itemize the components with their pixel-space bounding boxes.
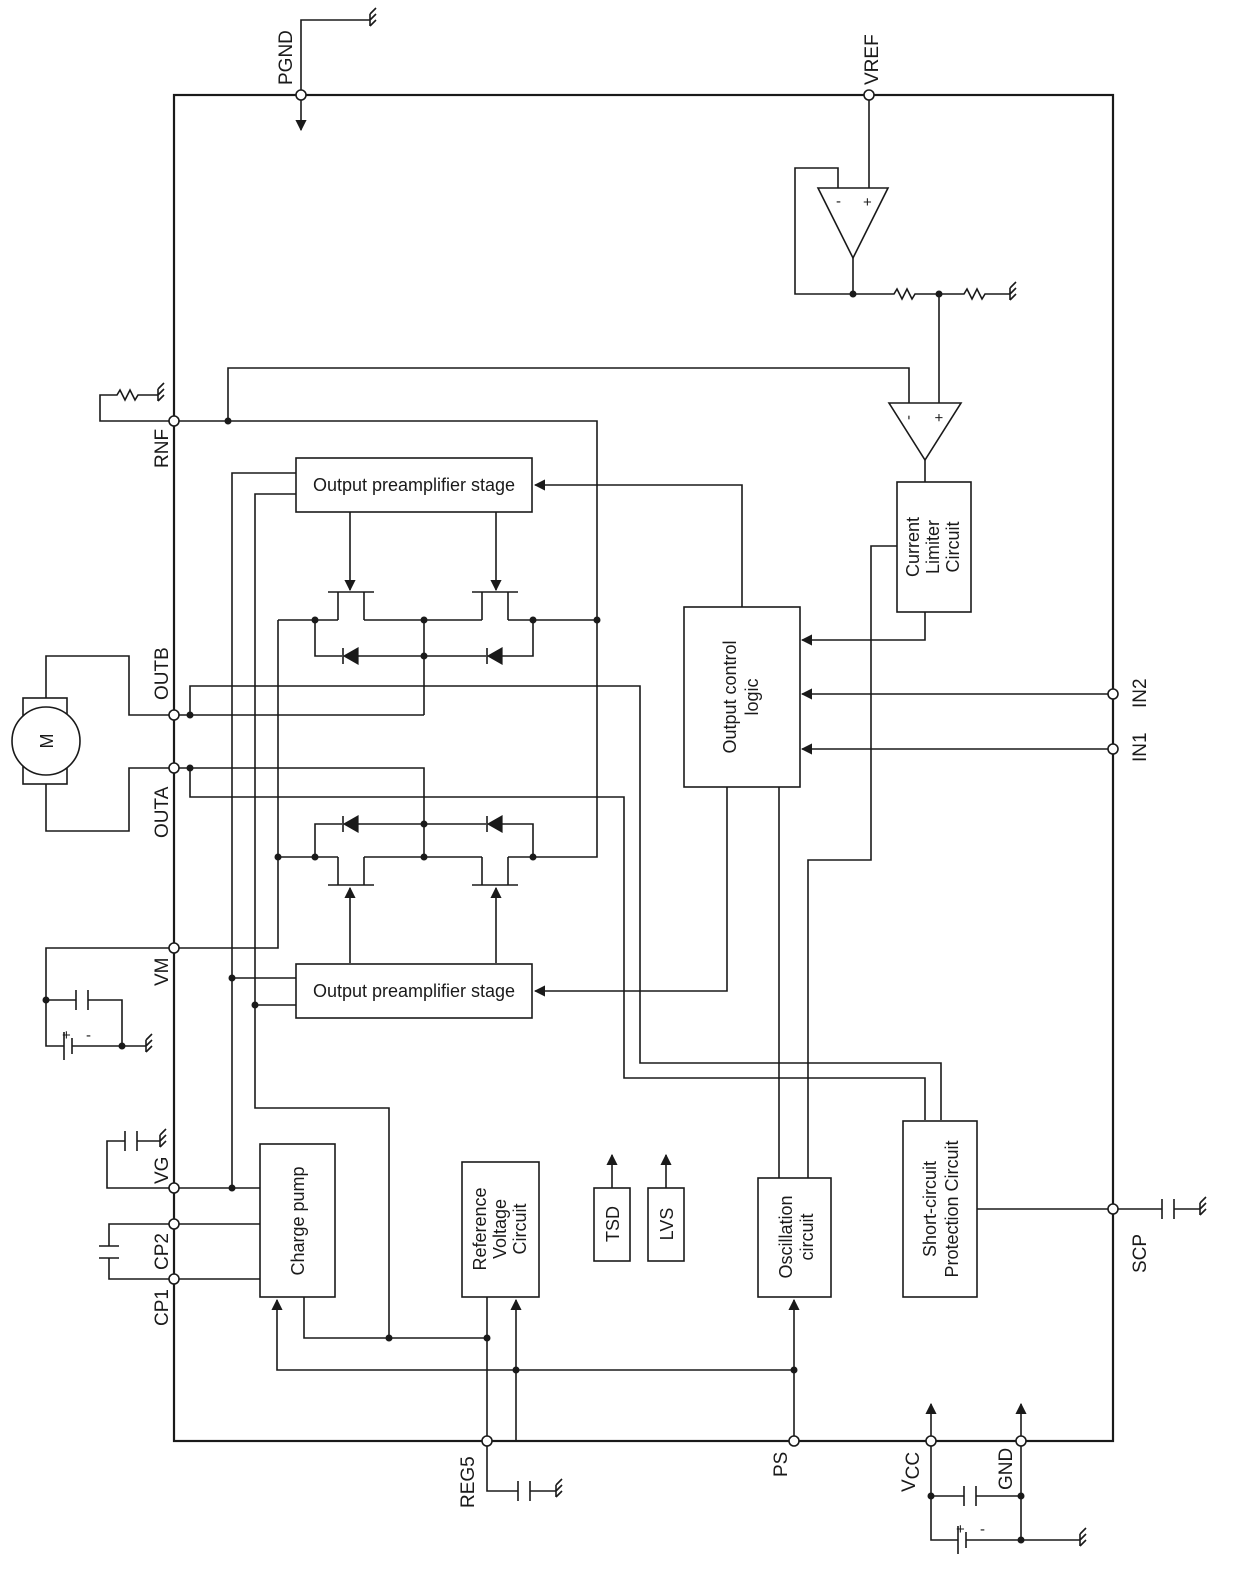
rnf-pin: RNF	[99, 382, 601, 858]
charge-pump-label: Charge pump	[288, 1166, 308, 1275]
pin-label-pgnd: PGND	[276, 30, 297, 85]
pin-label-vref: VREF	[862, 34, 883, 85]
pin-label-outa: OUTA	[152, 786, 173, 838]
svg-text:Circuit: Circuit	[943, 521, 963, 572]
internal-bus	[271, 1297, 800, 1441]
vref-buffer-opamp: - +	[794, 167, 890, 295]
lvs-block: LVS	[647, 1153, 685, 1262]
preamp-top-label: Output preamplifier stage	[313, 475, 515, 495]
outa-pin: OUTA	[152, 762, 926, 1120]
preamp-bottom-label: Output preamplifier stage	[313, 981, 515, 1001]
current-limiter-block: Current Limiter Circuit	[800, 481, 972, 1178]
scp-pin: SCP	[977, 1196, 1207, 1273]
preamp-top-block: Output preamplifier stage	[231, 457, 533, 1338]
output-control-logic-block: Output control logic	[533, 479, 801, 1178]
tsd-label: TSD	[603, 1206, 623, 1242]
refv-line3: Circuit	[510, 1203, 530, 1254]
refv-line2: Voltage	[490, 1199, 510, 1259]
current-limiter-line2: Limiter	[923, 520, 943, 574]
opamp2-minus: -	[900, 415, 917, 420]
resistor-divider	[849, 281, 1017, 403]
pin-label-in2: IN2	[1130, 678, 1151, 708]
in-pins: IN2 IN1	[800, 678, 1151, 762]
cp1-pin: CP1	[152, 1273, 260, 1326]
vg-pin: VG	[106, 1128, 260, 1194]
reg5-pin: REG5	[458, 1435, 563, 1508]
lvs-label: LVS	[657, 1208, 677, 1241]
motor: M	[11, 655, 174, 832]
short-circuit-block: Short-circuit Protection Circuit	[902, 1120, 978, 1298]
osc-line1: Oscillation	[776, 1195, 796, 1278]
vcc-battery-minus: -	[980, 1521, 985, 1538]
current-comparator-opamp: - +	[227, 367, 963, 482]
osc-line2: circuit	[797, 1213, 817, 1260]
top-mosfet-bridge	[274, 591, 597, 861]
pgnd-pin: PGND	[276, 7, 377, 132]
pin-label-vcc-main: V	[899, 1479, 920, 1492]
svg-text:Current: Current	[903, 517, 923, 577]
scp-line1: Short-circuit	[920, 1161, 940, 1257]
output-logic-line2: logic	[742, 678, 762, 715]
bottom-mosfet-bridge	[278, 814, 537, 963]
cp2-pin: CP2	[99, 1218, 260, 1280]
opamp2-plus: +	[931, 413, 948, 422]
pin-label-vm: VM	[152, 958, 173, 987]
vm-battery-minus: -	[86, 1027, 91, 1044]
oscillation-block: Oscillation circuit	[757, 1177, 832, 1298]
opamp1-plus: +	[863, 194, 872, 211]
pin-label-outb: OUTB	[152, 647, 173, 700]
motor-label: M	[37, 734, 57, 749]
preamp-bottom-block: Output preamplifier stage	[228, 963, 533, 1019]
vm-pin: + - VM	[42, 857, 279, 1060]
vref-pin: VREF	[862, 34, 883, 188]
pin-label-vcc-sub: CC	[903, 1452, 924, 1479]
pin-label-scp: SCP	[1130, 1234, 1151, 1273]
ps-pin: PS	[771, 1435, 800, 1477]
svg-text:Limiter: Limiter	[923, 520, 943, 574]
pin-label-cp2: CP2	[152, 1233, 173, 1270]
vcc-battery-plus: +	[956, 1521, 965, 1538]
reference-voltage-block: Reference Voltage Circuit	[461, 1161, 540, 1298]
pin-label-ps: PS	[771, 1452, 792, 1477]
tsd-block: TSD	[593, 1153, 631, 1262]
pin-label-reg5: REG5	[458, 1456, 479, 1508]
current-limiter-line3: Circuit	[943, 521, 963, 572]
pin-label-in1: IN1	[1130, 732, 1151, 762]
pin-label-vg: VG	[152, 1157, 173, 1184]
refv-line1: Reference	[470, 1187, 490, 1270]
scp-line2: Protection Circuit	[942, 1140, 962, 1277]
output-logic-line1: Output control	[720, 640, 740, 753]
current-limiter-line1: Current	[903, 517, 923, 577]
pin-label-rnf: RNF	[152, 429, 173, 468]
outb-pin: OUTB	[152, 647, 942, 1120]
pin-label-gnd: GND	[996, 1448, 1017, 1490]
vcc-gnd-pins: + - VCC GND	[899, 1402, 1087, 1554]
pin-label-cp1: CP1	[152, 1289, 173, 1326]
charge-pump-block: Charge pump	[259, 1143, 491, 1342]
pin-label-vcc: VCC	[899, 1452, 924, 1492]
opamp1-minus: -	[836, 193, 841, 210]
vm-battery-plus: +	[62, 1027, 71, 1044]
